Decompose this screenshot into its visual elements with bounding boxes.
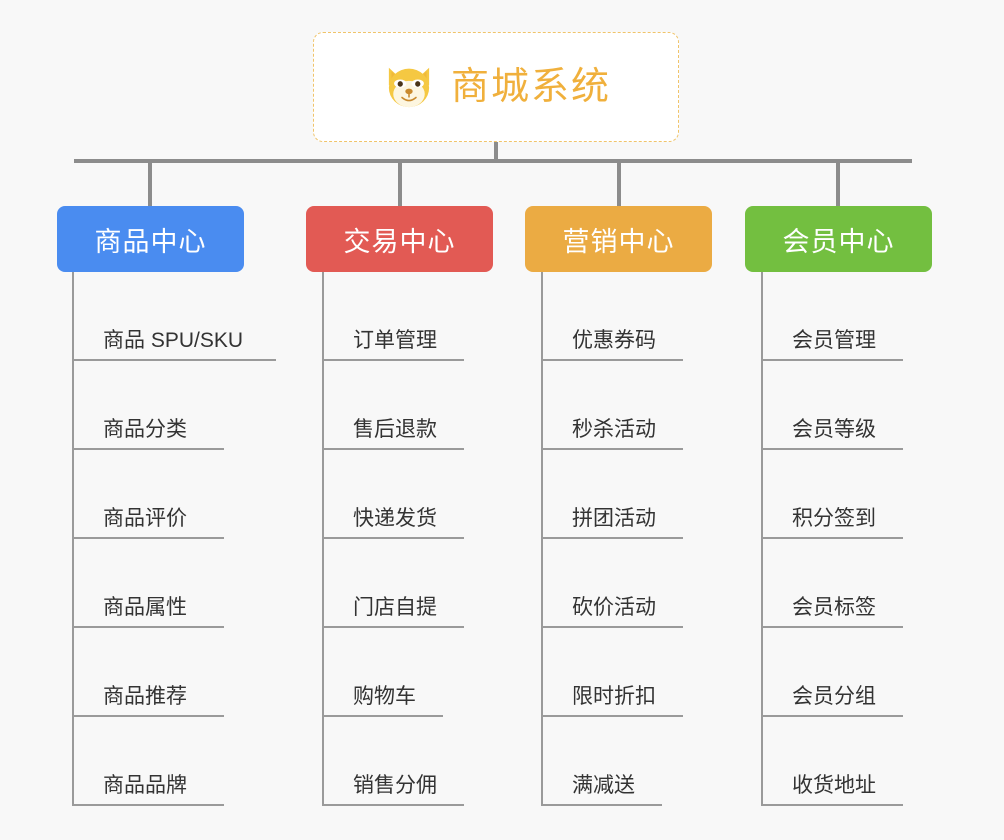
category-label-4: 会员中心: [782, 226, 895, 257]
leaf-label: 快递发货: [353, 506, 437, 530]
category-box-1[interactable]: 商品中心: [57, 206, 244, 272]
leaf-label: 优惠券码: [572, 328, 656, 352]
leaf-label: 购物车: [353, 684, 416, 708]
leaf-label: 商品评价: [103, 506, 187, 530]
root-node[interactable]: 商城系统: [313, 32, 679, 142]
leaf-underline: [541, 715, 683, 717]
leaf-label: 销售分佣: [353, 773, 437, 797]
leaf-underline: [761, 626, 903, 628]
category-box-4[interactable]: 会员中心: [745, 206, 932, 272]
leaf-underline: [322, 359, 464, 361]
leaf-label: 商品品牌: [103, 773, 187, 797]
leaf-label: 商品分类: [103, 417, 187, 441]
root-title: 商城系统: [450, 66, 611, 108]
leaf-label: 限时折扣: [572, 684, 656, 708]
leaf-underline: [761, 359, 903, 361]
leaf-label: 砍价活动: [572, 595, 656, 619]
leaf-underline: [541, 359, 683, 361]
leaf-label: 满减送: [572, 773, 635, 797]
dog-face-icon: [381, 59, 437, 115]
leaf-underline: [761, 537, 903, 539]
leaf-label: 积分签到: [792, 506, 876, 530]
leaf-underline: [541, 537, 683, 539]
leaf-label: 收货地址: [792, 773, 876, 797]
leaf-underline: [541, 804, 662, 806]
category-label-1: 商品中心: [94, 226, 207, 257]
connector-drop-4: [836, 159, 840, 207]
leaf-underline: [72, 537, 224, 539]
leaf-label: 会员标签: [792, 595, 876, 619]
connector-drop-1: [148, 159, 152, 207]
leaf-underline: [761, 448, 903, 450]
leaf-underline: [72, 804, 224, 806]
leaf-underline: [322, 804, 464, 806]
leaf-underline: [541, 448, 683, 450]
connector-drop-3: [617, 159, 621, 207]
category-box-2[interactable]: 交易中心: [306, 206, 493, 272]
leaf-underline: [761, 804, 903, 806]
leaf-underline: [72, 626, 224, 628]
leaf-underline: [761, 715, 903, 717]
leaf-label: 会员等级: [792, 417, 876, 441]
leaf-underline: [72, 359, 276, 361]
leaf-underline: [72, 448, 224, 450]
leaf-label: 拼团活动: [572, 506, 656, 530]
leaf-underline: [322, 626, 464, 628]
leaf-underline: [541, 626, 683, 628]
branch-spine-1: [72, 272, 74, 806]
leaf-label: 秒杀活动: [572, 417, 656, 441]
leaf-underline: [72, 715, 224, 717]
connector-drop-2: [398, 159, 402, 207]
category-label-3: 营销中心: [562, 226, 675, 257]
leaf-label: 会员分组: [792, 684, 876, 708]
connector-horizontal-bar: [74, 159, 912, 163]
leaf-label: 商品属性: [103, 595, 187, 619]
connector-root-vertical: [494, 142, 498, 163]
category-label-2: 交易中心: [343, 226, 456, 257]
branch-spine-2: [322, 272, 324, 806]
branch-spine-3: [541, 272, 543, 806]
leaf-label: 会员管理: [792, 328, 876, 352]
branch-spine-4: [761, 272, 763, 806]
leaf-label: 订单管理: [353, 328, 437, 352]
leaf-label: 售后退款: [353, 417, 437, 441]
leaf-underline: [322, 537, 464, 539]
category-box-3[interactable]: 营销中心: [525, 206, 712, 272]
leaf-label: 商品 SPU/SKU: [103, 328, 244, 352]
leaf-underline: [322, 448, 464, 450]
leaf-label: 门店自提: [353, 595, 437, 619]
leaf-underline: [322, 715, 443, 717]
leaf-label: 商品推荐: [103, 684, 187, 708]
